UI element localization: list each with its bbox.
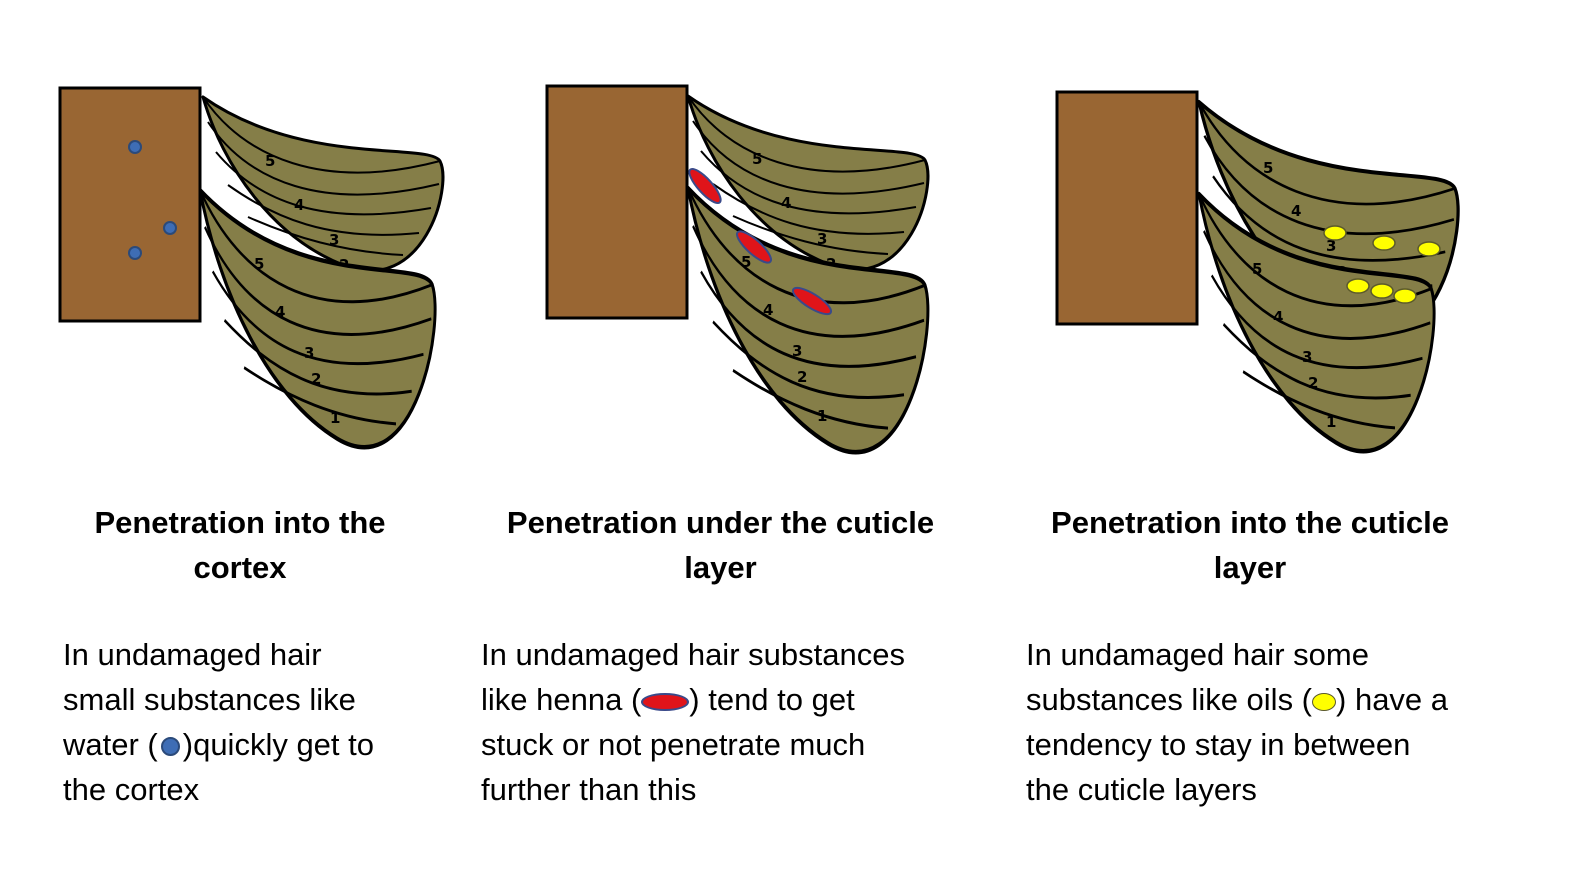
oil-particle <box>1346 278 1370 294</box>
description-line: like henna ( ) tend to get <box>481 677 1001 722</box>
henna-particle <box>688 167 722 205</box>
layer-number-4: 4 <box>781 194 791 212</box>
water-particle-icon <box>160 737 180 757</box>
layer-number-4: 4 <box>1273 308 1283 326</box>
description-line: further than this <box>481 772 697 807</box>
layer-number-3: 3 <box>1302 348 1312 366</box>
oil-particle <box>1323 225 1347 241</box>
description-text: substances like oils ( <box>1026 682 1313 717</box>
layer-number-2: 2 <box>311 370 321 388</box>
panel-2-figure: 5 4 3 2 1 5 4 3 2 1 <box>545 84 928 452</box>
layer-number-4: 4 <box>763 301 773 319</box>
layer-number-4: 4 <box>1291 202 1301 220</box>
description-line: substances like oils ( ) have a <box>1026 677 1546 722</box>
description-line: stuck or not penetrate much <box>481 727 866 762</box>
henna-particle <box>791 286 833 316</box>
layer-number-1: 1 <box>330 409 340 427</box>
layer-number-2: 2 <box>797 368 807 386</box>
panel-2-caption: Penetration under the cuticle layer <box>506 505 935 585</box>
henna-particle-icon <box>641 692 690 711</box>
layer-number-5: 5 <box>1263 159 1273 177</box>
panel-3-caption: Penetration into the cuticle layer <box>1051 505 1449 585</box>
oil-particle <box>1393 288 1417 304</box>
oil-particle <box>1372 235 1396 251</box>
oil-particle <box>1417 241 1441 257</box>
panel-2-description: In undamaged hair substances like henna … <box>481 632 1001 812</box>
layer-number-4: 4 <box>294 196 304 214</box>
panel-1-caption: Penetration into the cortex <box>94 505 386 585</box>
layer-number-5: 5 <box>265 152 275 170</box>
description-line: In undamaged hair substances <box>481 637 905 672</box>
description-line: the cortex <box>63 772 200 807</box>
description-line: small substances like <box>63 682 356 717</box>
cortex-block <box>1055 90 1199 326</box>
panel-3-figure: 5 4 3 2 1 5 4 3 2 1 <box>1055 90 1458 451</box>
description-line: In undamaged hair some <box>1026 637 1369 672</box>
layer-number-3: 3 <box>304 344 314 362</box>
layer-number-3: 3 <box>817 230 827 248</box>
layer-number-3: 3 <box>792 342 802 360</box>
cuticle-scale-lower: 5 4 3 2 1 <box>688 188 928 452</box>
layer-number-5: 5 <box>752 150 762 168</box>
description-text: )quickly get to <box>182 727 375 762</box>
layer-number-4: 4 <box>275 303 285 321</box>
henna-particle <box>735 230 773 264</box>
layer-number-3: 3 <box>1326 237 1336 255</box>
description-line: the cuticle layers <box>1026 772 1257 807</box>
layer-number-5: 5 <box>1252 260 1262 278</box>
cortex-block <box>58 86 202 323</box>
panel-1-description: In undamaged hair small substances like … <box>63 632 463 812</box>
oil-particle <box>1370 283 1394 299</box>
description-line: tendency to stay in between <box>1026 727 1411 762</box>
water-particle <box>128 140 142 154</box>
description-text: ) have a <box>1336 682 1449 717</box>
panel-1-figure: 5 4 3 2 1 5 4 3 2 1 <box>58 86 445 447</box>
oil-particle-icon <box>1312 692 1337 711</box>
layer-number-1: 1 <box>817 407 827 425</box>
water-particle <box>128 246 142 260</box>
layer-number-5: 5 <box>741 253 751 271</box>
layer-number-2: 2 <box>1308 374 1318 392</box>
description-text: ) tend to get <box>689 682 855 717</box>
panel-3-description: In undamaged hair some substances like o… <box>1026 632 1546 812</box>
layer-number-3: 3 <box>329 231 339 249</box>
description-text: like henna ( <box>481 682 642 717</box>
cuticle-scale-lower: 5 4 3 2 1 <box>1199 194 1434 451</box>
water-particle <box>163 221 177 235</box>
cuticle-scale-lower: 5 4 3 2 1 <box>200 190 435 447</box>
description-line: In undamaged hair <box>63 637 322 672</box>
description-line: water ( )quickly get to <box>63 722 463 767</box>
cortex-block <box>545 84 689 320</box>
layer-number-1: 1 <box>1326 413 1336 431</box>
description-text: water ( <box>63 727 158 762</box>
layer-number-5: 5 <box>254 255 264 273</box>
